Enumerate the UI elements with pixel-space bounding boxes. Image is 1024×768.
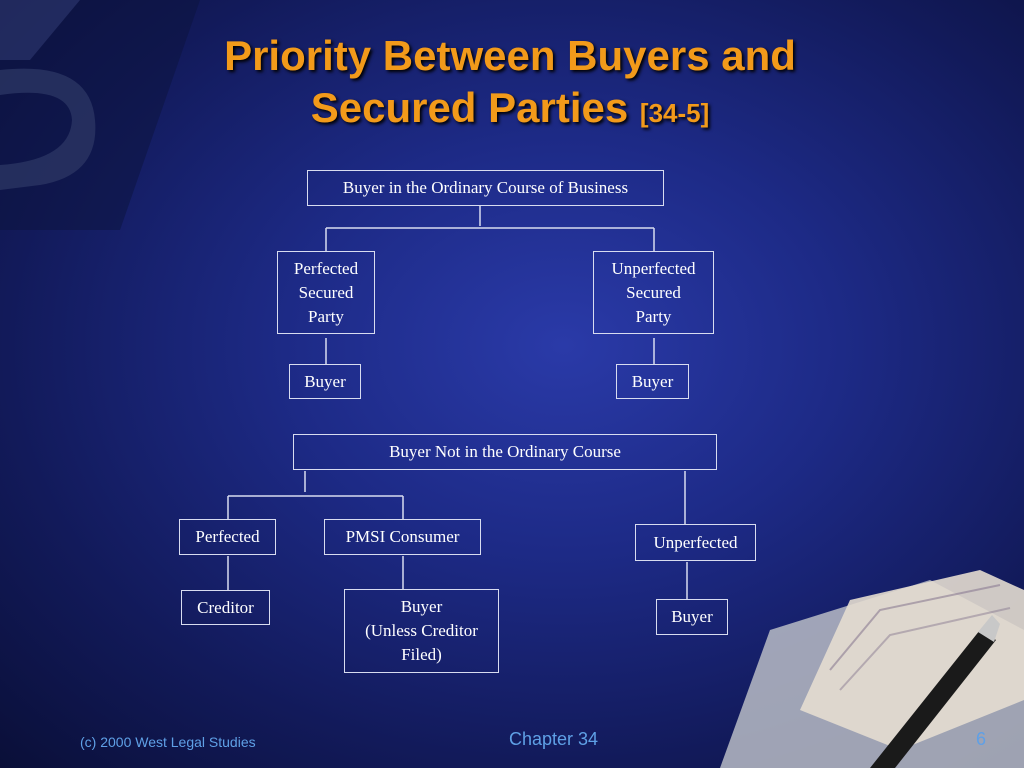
documents-and-pen-decoration xyxy=(720,570,1024,768)
box-unperfected: Unperfected xyxy=(635,524,756,561)
title-reference: [34-5] xyxy=(639,98,710,128)
briefcase-handle-decoration xyxy=(0,0,200,230)
box-buyer-bottom-right: Buyer xyxy=(656,599,728,635)
footer-page-number: 6 xyxy=(976,729,987,749)
title-line-1: Priority Between Buyers and xyxy=(224,32,796,79)
footer-copyright: (c) 2000 West Legal Studies xyxy=(80,734,256,750)
box-buyer-not-ordinary-course: Buyer Not in the Ordinary Course xyxy=(293,434,717,470)
box-buyer-left: Buyer xyxy=(289,364,361,399)
slide-title: Priority Between Buyers and Secured Part… xyxy=(120,30,900,139)
box-unperfected-secured-party: Unperfected Secured Party xyxy=(593,251,714,334)
box-buyer-ordinary-course: Buyer in the Ordinary Course of Business xyxy=(307,170,664,206)
footer-chapter: Chapter 34 xyxy=(509,729,599,749)
box-buyer-unless-creditor-filed: Buyer (Unless Creditor Filed) xyxy=(344,589,499,673)
box-perfected: Perfected xyxy=(179,519,276,555)
box-creditor: Creditor xyxy=(181,590,270,625)
box-buyer-right: Buyer xyxy=(616,364,689,399)
title-line-2: Secured Parties [34-5] xyxy=(120,82,900,139)
box-perfected-secured-party: Perfected Secured Party xyxy=(277,251,375,334)
box-pmsi-consumer: PMSI Consumer xyxy=(324,519,481,555)
title-line-2-text: Secured Parties xyxy=(310,84,629,131)
